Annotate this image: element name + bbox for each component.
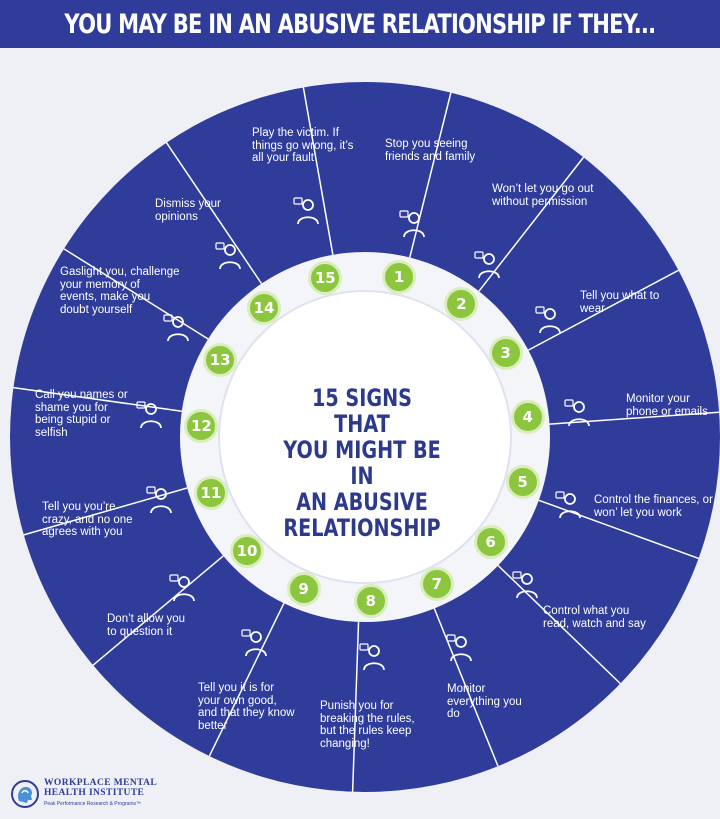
org-logo: WORKPLACE MENTAL HEALTH INSTITUTE Peak P… (10, 778, 157, 809)
sign-number-badge-15: 15 (308, 260, 343, 295)
sign-2-label: Won’t let you go out without permission (492, 183, 594, 208)
sign-5-label: Control the finances, or won’ let you wo… (594, 494, 713, 519)
center-title-line-3: AN ABUSIVE (296, 488, 428, 516)
jacket-icon (535, 306, 561, 334)
header-banner: YOU MAY BE IN AN ABUSIVE RELATIONSHIP IF… (0, 0, 720, 48)
computer-phone-icon (564, 399, 590, 427)
sign-number-badge-6: 6 (473, 525, 508, 560)
sign-number-badge-11: 11 (193, 476, 228, 511)
segment-divider (302, 87, 334, 255)
head-logo-icon (11, 779, 39, 808)
segment-divider (549, 411, 720, 425)
center-title-line-1: 15 SIGNS THAT (311, 384, 413, 438)
sign-8-label: Punish you for breaking the rules, but t… (320, 700, 415, 750)
sign-number-badge-3: 3 (488, 335, 523, 370)
arguing-people-icon (146, 486, 172, 514)
segment-divider (63, 248, 209, 340)
rules-phone-icon (359, 643, 385, 671)
document-stamp-icon (474, 251, 500, 279)
sign-15-label: Play the victim. If things go wrong, it’… (252, 127, 354, 164)
org-name-line-1: WORKPLACE MENTAL (44, 778, 158, 788)
crying-group-icon (293, 197, 319, 225)
surveillance-eye-icon (446, 634, 472, 662)
header-title: YOU MAY BE IN AN ABUSIVE RELATIONSHIP IF… (64, 8, 656, 40)
family-icon (399, 210, 425, 238)
segment-divider (351, 621, 360, 792)
sign-number-badge-9: 9 (286, 572, 321, 607)
shouting-head-icon (136, 401, 162, 429)
segment-divider (433, 608, 499, 767)
center-title-line-4: RELATIONSHIP (283, 514, 441, 542)
sign-number-badge-2: 2 (444, 287, 479, 322)
sign-number-badge-8: 8 (353, 583, 388, 618)
sign-number-badge-5: 5 (505, 465, 540, 500)
segment-divider (92, 555, 224, 666)
confused-board-icon (163, 314, 189, 342)
sign-number-badge-13: 13 (203, 343, 238, 377)
sign-7-label: Monitor everything you do (447, 683, 522, 720)
sign-11-label: Tell you you’re crazy, and no one agrees… (42, 501, 133, 538)
segment-divider (208, 602, 285, 757)
sign-12-label: Call you names or shame you for being st… (35, 389, 128, 439)
sign-number-badge-12: 12 (184, 408, 219, 443)
segment-divider (497, 564, 621, 685)
center-title: 15 SIGNS THAT YOU MIGHT BE IN AN ABUSIVE… (282, 385, 442, 541)
sign-number-badge-1: 1 (382, 259, 417, 294)
wheel-inner-disc (218, 290, 512, 584)
sign-number-badge-14: 14 (247, 290, 282, 325)
org-tagline: Peak Performance Research & Programs™ (44, 801, 141, 807)
speech-bubble-person-icon (215, 242, 241, 270)
person-question-icon (169, 574, 195, 602)
org-name-line-2: HEALTH INSTITUTE (44, 788, 145, 798)
sign-13-label: Gaslight you, challenge your memory of e… (60, 266, 180, 316)
center-title-line-2: YOU MIGHT BE IN (283, 436, 441, 490)
sign-number-badge-4: 4 (510, 400, 545, 434)
sign-number-badge-7: 7 (419, 567, 454, 602)
segment-divider (527, 269, 679, 351)
person-reading-icon (512, 571, 538, 599)
segment-divider (165, 142, 263, 285)
sign-number-badge-10: 10 (230, 533, 265, 568)
sign-9-label: Tell you it is for your own good, and th… (198, 682, 295, 732)
segment-divider (478, 156, 585, 292)
segment-divider (13, 386, 182, 412)
sign-4-label: Monitor your phone or emails (626, 393, 708, 418)
money-bag-icon (555, 491, 581, 519)
sign-6-label: Control what you read, watch and say (543, 605, 646, 630)
sign-14-label: Dismiss your opinions (155, 198, 221, 223)
sign-10-label: Don’t allow you to question it (107, 613, 185, 638)
segment-divider (538, 499, 699, 560)
two-people-chat-icon (241, 629, 267, 657)
sign-1-label: Stop you seeing friends and family (385, 138, 476, 163)
segment-divider (23, 487, 188, 536)
sign-3-label: Tell you what to wear (580, 290, 660, 315)
